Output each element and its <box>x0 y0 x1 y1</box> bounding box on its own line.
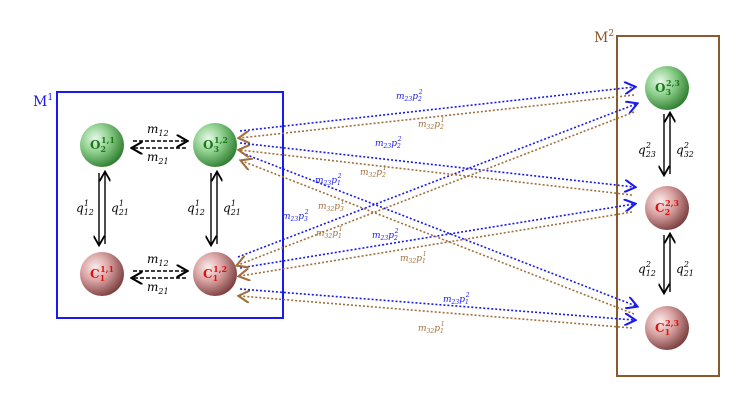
label-q21-left: q211 <box>111 199 129 217</box>
vertical-arrows-mid <box>211 173 217 244</box>
svg-text:C11,2: C11,2 <box>203 264 227 283</box>
svg-text:O31,2: O31,2 <box>203 135 228 154</box>
box-m1-label: M1 <box>33 93 53 110</box>
label-q12-left: q121 <box>76 199 94 217</box>
vertical-arrows-right-bottom <box>664 235 670 292</box>
label-brown-2: m32p21 <box>360 165 387 179</box>
label-q21-mid: q211 <box>223 199 241 217</box>
label-brown-5: m32p11 <box>400 251 427 265</box>
label-m12-top: m12 <box>147 122 169 138</box>
label-brown-3: m32p31 <box>318 199 345 213</box>
label-blue-1: m23p22 <box>396 89 423 103</box>
label-blue-3: m23p12 <box>315 173 342 187</box>
box-m2 <box>616 35 720 377</box>
node-c1-11: C11,1 <box>80 252 124 296</box>
node-c1-23: C12,3 <box>645 306 689 350</box>
svg-text:C22,3: C22,3 <box>655 198 679 217</box>
blue-transition-arrows <box>237 87 636 320</box>
vertical-arrows-right-top <box>664 114 670 174</box>
label-blue-6: m23p12 <box>443 292 470 306</box>
node-o2-11: O21,1 <box>80 123 124 167</box>
dashed-arrows-bottom <box>133 271 186 278</box>
label-brown-4: m32p11 <box>316 226 343 240</box>
label-q12-right: q122 <box>638 260 656 278</box>
label-blue-5: m23p22 <box>372 228 399 242</box>
dashed-arrows-top <box>133 141 186 148</box>
node-c2-23: C22,3 <box>645 186 689 230</box>
vertical-arrows-left <box>99 173 105 244</box>
svg-text:O32,3: O32,3 <box>655 78 680 97</box>
box-m1 <box>56 91 284 319</box>
label-brown-6: m32p11 <box>418 321 445 335</box>
node-c1-12: C11,2 <box>193 252 237 296</box>
brown-transition-arrows <box>238 94 635 329</box>
label-m12-bottom: m12 <box>147 252 169 268</box>
label-blue-4: m23p32 <box>282 209 309 223</box>
label-blue-2: m23p22 <box>375 136 402 150</box>
svg-text:O21,1: O21,1 <box>90 135 115 154</box>
label-m21-top: m21 <box>147 150 169 166</box>
label-q12-mid: q121 <box>187 199 205 217</box>
svg-text:C11,1: C11,1 <box>90 264 114 283</box>
label-q23-right: q232 <box>638 141 656 159</box>
node-o3-23: O32,3 <box>645 66 689 110</box>
label-m21-bottom: m21 <box>147 280 169 296</box>
node-o3-12: O31,2 <box>193 123 237 167</box>
svg-text:C12,3: C12,3 <box>655 318 679 337</box>
box-m2-label: M2 <box>594 29 614 46</box>
label-brown-1: m32p21 <box>418 117 445 131</box>
label-q21-right: q212 <box>676 260 694 278</box>
label-q32-right: q322 <box>676 141 694 159</box>
